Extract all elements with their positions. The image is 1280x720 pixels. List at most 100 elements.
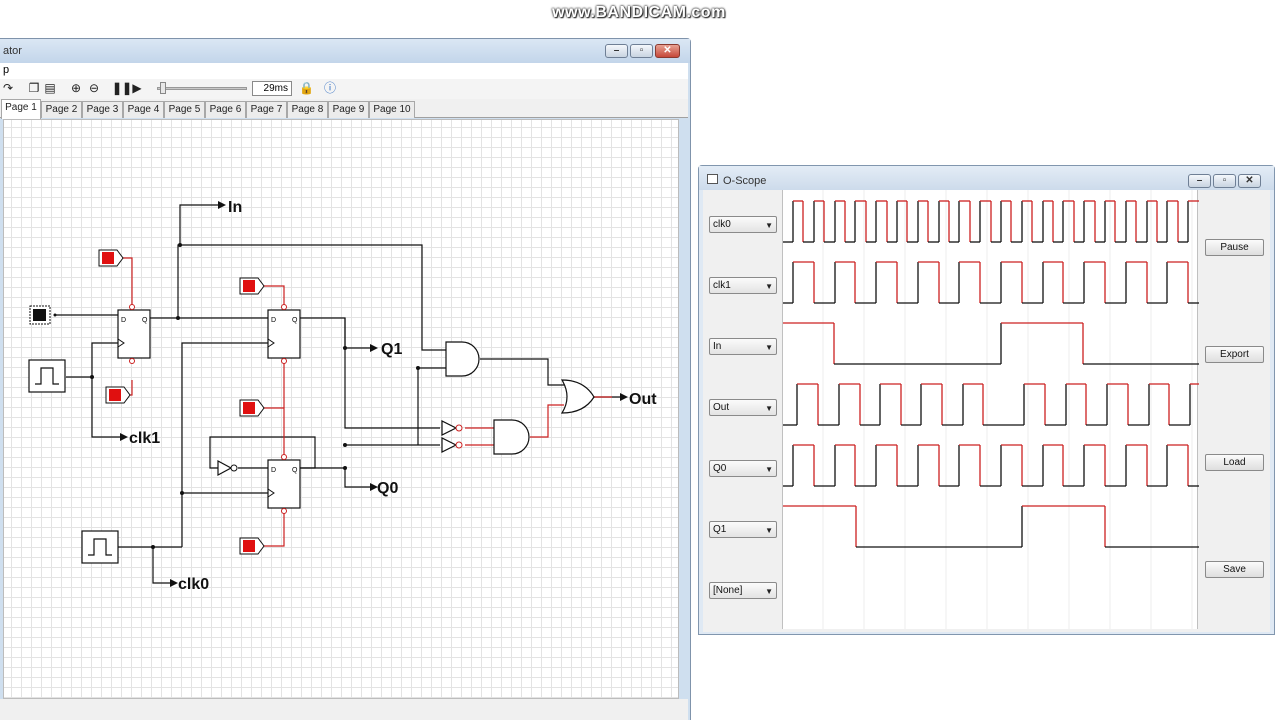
ff-pin-label: D [121, 317, 126, 324]
zoom-out-icon[interactable]: ⊖ [88, 81, 100, 95]
ff-pin-label: Q [142, 317, 148, 324]
wire-active [262, 407, 285, 460]
wire-active [262, 510, 285, 547]
tab-page-5[interactable]: Page 5 [164, 101, 205, 118]
wire [179, 204, 218, 245]
wire-active [122, 257, 133, 310]
toolbar: ↷ ❐ ▤ ⊕ ⊖ ❚❚ ▶ 29ms 🔒 ⓘ [0, 79, 688, 99]
load-button[interactable]: Load [1205, 454, 1264, 471]
menu-bar: p [0, 63, 688, 79]
minimize-button[interactable]: – [1188, 174, 1211, 188]
tab-page-1[interactable]: Page 1 [1, 99, 41, 119]
oscope-body: clk0▼ clk1 ▼ In▼ Out▼ Q0▼ Q1▼ [None] ▼ Pau… [703, 190, 1270, 632]
wires [55, 204, 620, 584]
tab-page-2[interactable]: Page 2 [41, 101, 82, 118]
tab-page-8[interactable]: Page 8 [287, 101, 328, 118]
channel-select-2[interactable]: clk1 ▼ [709, 277, 777, 294]
probe-arrow [370, 483, 378, 491]
wire [181, 342, 268, 547]
wire-active [262, 285, 285, 310]
not-gate-pair[interactable] [441, 420, 463, 453]
tab-page-10[interactable]: Page 10 [369, 101, 415, 118]
wire [91, 377, 120, 438]
input-switch-red[interactable] [105, 386, 131, 404]
channel-select-6[interactable]: Q1▼ [709, 521, 777, 538]
probe-arrow [120, 433, 128, 441]
probe-clk0-label: clk0 [178, 576, 209, 593]
step-icon[interactable]: ▶ [132, 81, 142, 95]
and-gate-2[interactable] [493, 419, 530, 455]
oscope-window-icon [707, 174, 718, 184]
clock-source-1[interactable] [28, 359, 66, 393]
bandicam-watermark: www.BANDICAM.com [552, 4, 726, 21]
zoom-in-icon[interactable]: ⊕ [70, 81, 82, 95]
chevron-down-icon: ▼ [765, 587, 773, 596]
oscope-caption-buttons: – ▫ ✕ [1188, 174, 1261, 188]
flip-flop-2[interactable]: D Q [267, 304, 301, 364]
flip-flop-3[interactable]: D Q [267, 454, 301, 514]
tab-page-4[interactable]: Page 4 [123, 101, 164, 118]
circuit-diagram: In Q1 Q0 Out clk1 clk0 D Q D Q D Q [28, 199, 657, 593]
export-button[interactable]: Export [1205, 346, 1264, 363]
simulator-window: ator – ▫ ✕ p ↷ ❐ ▤ ⊕ ⊖ ❚❚ ▶ 29ms 🔒 ⓘ Pag… [0, 38, 691, 720]
simulator-titlebar[interactable]: ator – ▫ ✕ [0, 39, 690, 63]
probe-arrow [620, 393, 628, 401]
info-icon[interactable]: ⓘ [323, 81, 336, 95]
chevron-down-icon: ▼ [765, 282, 773, 291]
close-button[interactable]: ✕ [1238, 174, 1261, 188]
inverter-gate[interactable] [217, 459, 238, 477]
wire [300, 317, 370, 349]
channel-select-3[interactable]: In▼ [709, 338, 777, 355]
menu-item-help[interactable]: p [3, 64, 10, 76]
tab-page-6[interactable]: Page 6 [205, 101, 246, 118]
junctions [90, 243, 420, 549]
speed-slider-track[interactable] [157, 87, 247, 90]
channel-select-4[interactable]: Out▼ [709, 399, 777, 416]
save-button[interactable]: Save [1205, 561, 1264, 578]
maximize-button[interactable]: ▫ [1213, 174, 1236, 188]
channel-select-1[interactable]: clk0▼ [709, 216, 777, 233]
probe-arrow [370, 344, 378, 352]
close-button[interactable]: ✕ [655, 44, 680, 58]
clock-source-2[interactable] [81, 530, 119, 564]
input-switch-red[interactable] [239, 277, 265, 295]
flip-flop-1[interactable]: D Q [117, 304, 151, 364]
wire [344, 318, 440, 429]
input-switch-red[interactable] [98, 249, 124, 267]
channel-select-5[interactable]: Q0▼ [709, 460, 777, 477]
redo-icon[interactable]: ↷ [2, 81, 14, 95]
probe-out-label: Out [629, 391, 657, 408]
probe-clk1-label: clk1 [129, 430, 160, 447]
wire [177, 244, 446, 351]
simulator-title: ator [3, 45, 22, 57]
minimize-button[interactable]: – [605, 44, 628, 58]
chevron-down-icon: ▼ [765, 343, 773, 352]
channel-select-7[interactable]: [None] ▼ [709, 582, 777, 599]
speed-field[interactable]: 29ms [252, 81, 292, 96]
channel-select-value: clk1 [713, 280, 731, 291]
wire-active [530, 404, 564, 438]
wire [66, 342, 118, 378]
input-switch-red[interactable] [239, 399, 265, 417]
input-switch-red[interactable] [239, 537, 265, 555]
waveform-area [782, 190, 1199, 629]
oscope-titlebar[interactable]: O-Scope – ▫ ✕ [699, 166, 1274, 190]
tab-page-3[interactable]: Page 3 [82, 101, 123, 118]
circuit-canvas[interactable] [3, 119, 679, 699]
tab-page-7[interactable]: Page 7 [246, 101, 287, 118]
lock-icon[interactable]: 🔒 [299, 81, 314, 95]
status-bar [0, 699, 688, 720]
and-gate-1[interactable] [445, 341, 480, 377]
tab-page-9[interactable]: Page 9 [328, 101, 369, 118]
ff-pin-label: Q [292, 467, 298, 474]
pause-button[interactable]: Pause [1205, 239, 1264, 256]
copy-icon[interactable]: ❐ [28, 81, 40, 95]
channel-select-value: [None] [713, 585, 743, 596]
or-gate[interactable] [560, 379, 595, 414]
speed-slider-thumb[interactable] [160, 82, 166, 94]
chevron-down-icon: ▼ [765, 526, 773, 535]
maximize-button[interactable]: ▫ [630, 44, 653, 58]
input-switch-black[interactable] [29, 305, 57, 325]
paste-icon[interactable]: ▤ [44, 81, 56, 95]
close-icon: ✕ [1245, 175, 1254, 186]
